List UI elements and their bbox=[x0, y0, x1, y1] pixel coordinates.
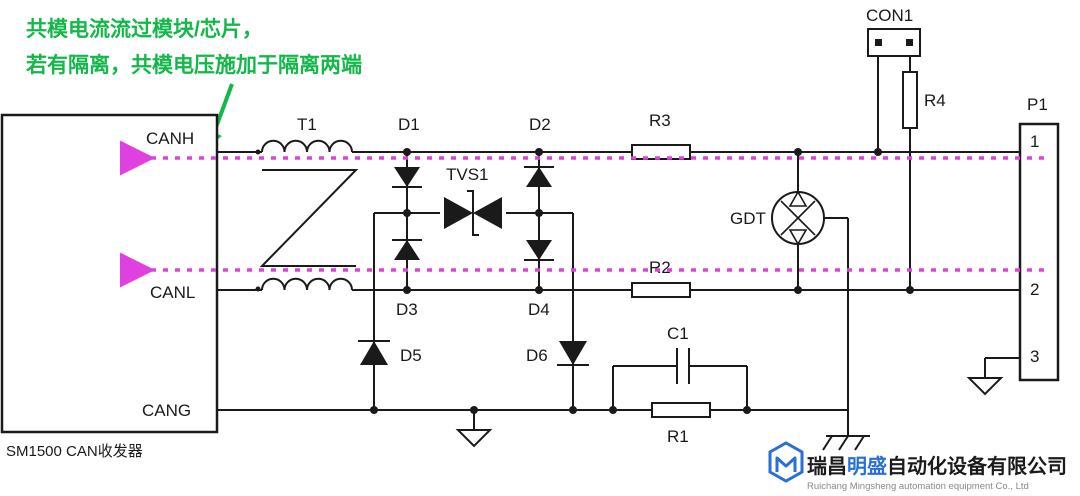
pin-label-canl: CANL bbox=[150, 283, 195, 302]
common-mode-current-paths bbox=[120, 140, 1044, 288]
diode-d6 bbox=[557, 341, 589, 366]
label-r1: R1 bbox=[667, 427, 689, 446]
label-t1: T1 bbox=[297, 115, 317, 134]
label-r2: R2 bbox=[649, 258, 671, 277]
label-d4: D4 bbox=[528, 300, 550, 319]
diode-d2 bbox=[524, 166, 554, 187]
label-tvs1: TVS1 bbox=[446, 165, 489, 184]
chip-name: SM1500 CAN收发器 bbox=[6, 443, 143, 460]
label-p1: P1 bbox=[1027, 95, 1048, 114]
diode-d3 bbox=[392, 239, 422, 260]
ground-symbol-earth bbox=[822, 435, 870, 451]
capacitor-c1 bbox=[676, 348, 690, 384]
ground-symbol-p1 bbox=[966, 377, 1004, 396]
company-name-en: Ruichang Mingsheng automation equipment … bbox=[807, 481, 1029, 492]
label-d6: D6 bbox=[526, 346, 548, 365]
diode-d4 bbox=[524, 240, 554, 261]
label-con1: CON1 bbox=[866, 6, 913, 25]
ground-symbol-signal bbox=[455, 429, 493, 448]
resistor-r1 bbox=[651, 402, 711, 418]
label-d5: D5 bbox=[400, 346, 422, 365]
resistor-r3 bbox=[631, 144, 691, 160]
p1-pin-3: 3 bbox=[1030, 347, 1039, 366]
tvs1-bidirectional bbox=[440, 190, 506, 236]
label-gdt: GDT bbox=[730, 209, 766, 228]
company-name-prefix: 瑞昌 bbox=[807, 455, 847, 478]
label-d2: D2 bbox=[529, 115, 551, 134]
pin-label-cang: CANG bbox=[142, 401, 191, 420]
connector-p1 bbox=[1018, 122, 1060, 382]
p1-pin-2: 2 bbox=[1030, 280, 1039, 299]
junction-dots bbox=[370, 148, 914, 414]
company-name-highlight: 明盛 bbox=[847, 454, 887, 478]
label-d3: D3 bbox=[396, 300, 418, 319]
resistor-r2 bbox=[631, 282, 691, 298]
connector-con1 bbox=[867, 28, 921, 57]
company-logo bbox=[768, 441, 804, 483]
label-d1: D1 bbox=[398, 115, 420, 134]
diode-d1 bbox=[392, 167, 422, 188]
company-name-suffix: 自动化设备有限公司 bbox=[887, 454, 1067, 478]
label-r3: R3 bbox=[649, 111, 671, 130]
label-c1: C1 bbox=[667, 324, 689, 343]
pin-label-canh: CANH bbox=[146, 129, 194, 148]
diode-d5 bbox=[358, 340, 390, 365]
annotation-line1: 共模电流流过模块/芯片， bbox=[26, 17, 263, 41]
p1-pin-1: 1 bbox=[1030, 132, 1039, 151]
annotation-line2: 若有隔离，共模电压施加于隔离两端 bbox=[25, 53, 362, 77]
wires bbox=[217, 56, 1020, 436]
company-name: 瑞昌明盛自动化设备有限公司 bbox=[807, 454, 1067, 478]
transceiver-box bbox=[0, 113, 219, 434]
label-r4: R4 bbox=[924, 91, 946, 110]
resistor-r4 bbox=[902, 71, 918, 129]
gdt-tube bbox=[771, 190, 825, 246]
t1-choke bbox=[255, 139, 359, 292]
